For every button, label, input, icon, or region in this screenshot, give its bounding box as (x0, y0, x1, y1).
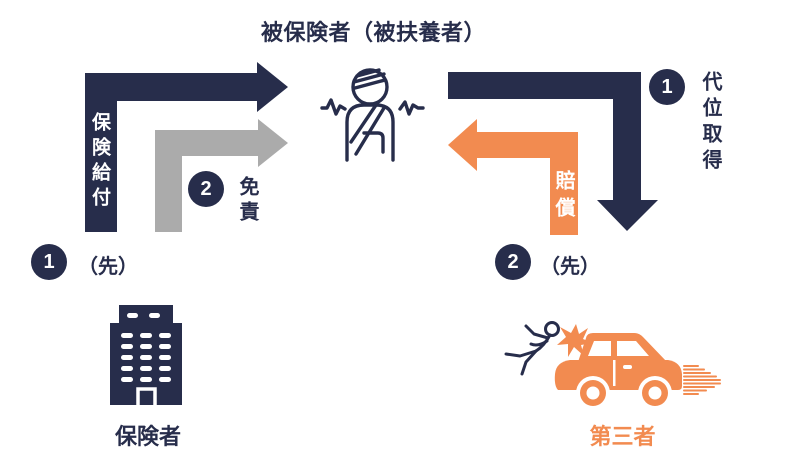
thirdparty-order-label: （先） (540, 256, 600, 278)
building-icon (110, 305, 182, 405)
injured-person-icon (320, 68, 425, 162)
subrogation-label: 代位取得 (699, 71, 721, 175)
subrogation-badge: 1 (649, 69, 685, 105)
compensation-label: 賠償 (552, 170, 574, 224)
exemption-badge: 2 (188, 171, 224, 207)
thirdparty-order-badge: 2 (495, 244, 531, 280)
insured-title: 被保険者（被扶養者） (261, 20, 487, 45)
subrogation-arrow (448, 72, 658, 231)
exemption-arrow (155, 119, 288, 232)
exemption-label: 免責 (236, 176, 258, 226)
compensation-arrow (448, 119, 578, 235)
benefit-arrow (85, 62, 288, 232)
insurer-order-label: （先） (78, 256, 138, 278)
benefit-label: 保険給付 (89, 112, 110, 212)
insurer-order-badge: 1 (31, 244, 67, 280)
car-accident-icon (504, 321, 721, 410)
third-party-label: 第三者 (589, 424, 656, 449)
insurer-label: 保険者 (114, 424, 181, 449)
